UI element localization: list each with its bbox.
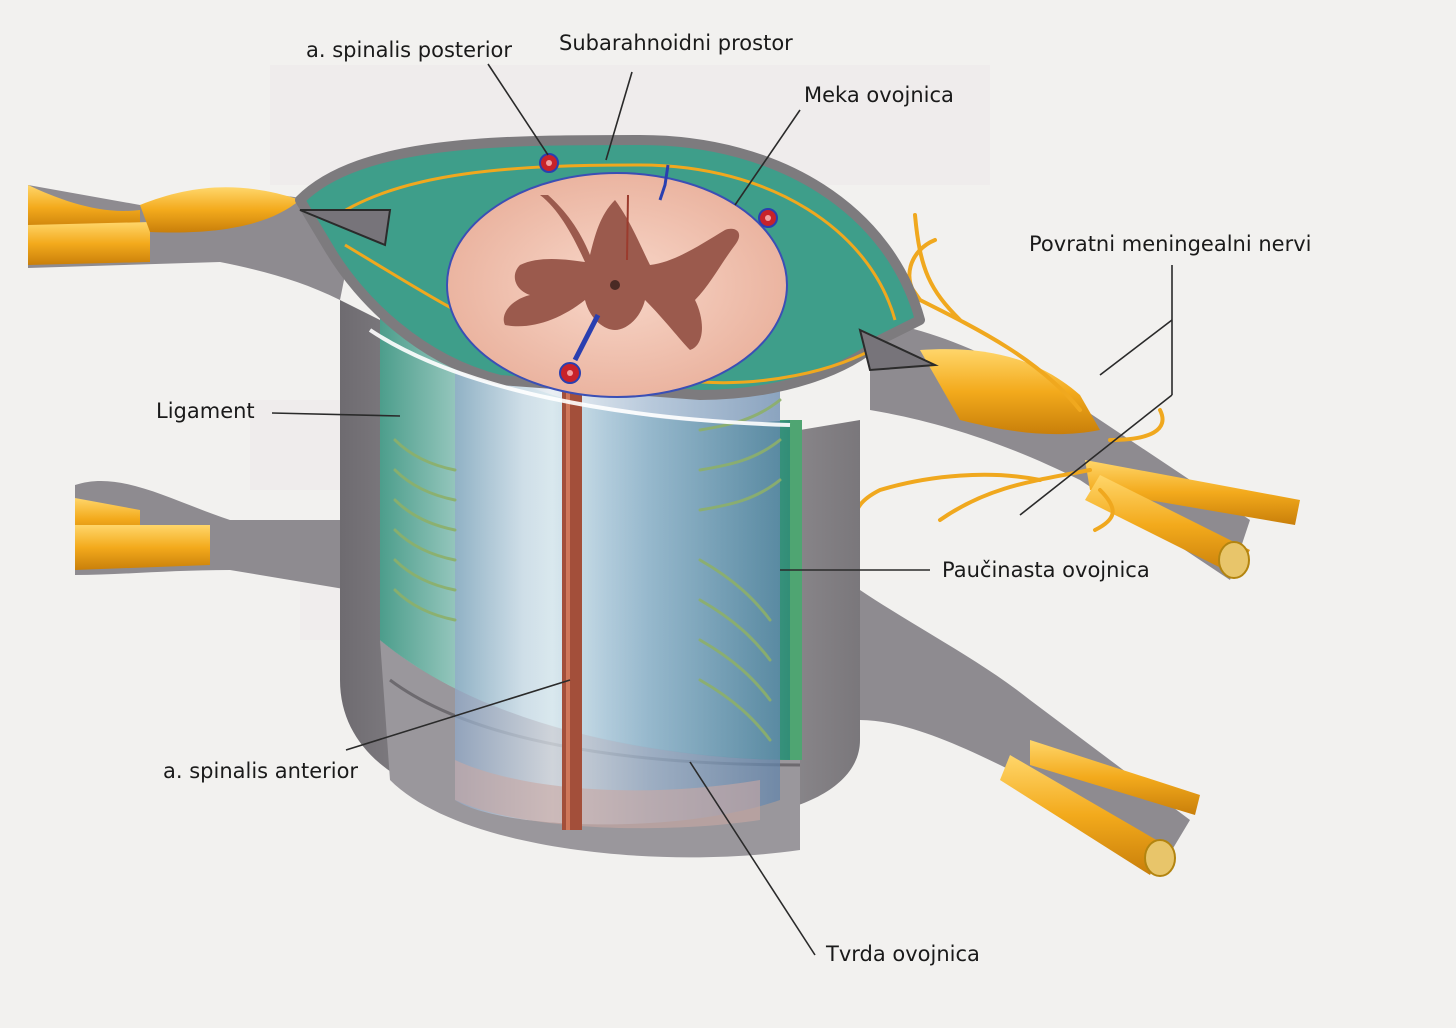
grey-matter-butterfly bbox=[503, 195, 740, 350]
label-dura-mater: Tvrda ovojnica bbox=[826, 942, 980, 966]
label-arachnoid: Paučinasta ovojnica bbox=[942, 558, 1150, 582]
vessels bbox=[539, 153, 778, 384]
spinal-cord-cylinder bbox=[455, 300, 780, 829]
label-a-spinalis-anterior: a. spinalis anterior bbox=[163, 759, 359, 783]
label-ligament: Ligament bbox=[156, 399, 255, 423]
cord-cross-section bbox=[446, 172, 788, 398]
label-pia-mater: Meka ovojnica bbox=[804, 83, 954, 107]
label-meningeal-nerves: Povratni meningealni nervi bbox=[1029, 232, 1312, 256]
label-a-spinalis-posterior: a. spinalis posterior bbox=[306, 38, 513, 62]
right-upper-nerve-root bbox=[870, 320, 1300, 580]
anterior-spinal-artery-longitudinal bbox=[562, 380, 582, 830]
arachnoid-edge-highlight bbox=[368, 328, 791, 427]
lower-right-nerve-root bbox=[860, 590, 1200, 877]
upper-left-nerve-root bbox=[28, 185, 350, 300]
label-subarachnoid-space: Subarahnoidni prostor bbox=[559, 31, 793, 55]
nerve-rootlets bbox=[393, 398, 782, 742]
lower-left-nerve-root bbox=[75, 480, 350, 590]
leader-lines bbox=[271, 63, 1173, 956]
